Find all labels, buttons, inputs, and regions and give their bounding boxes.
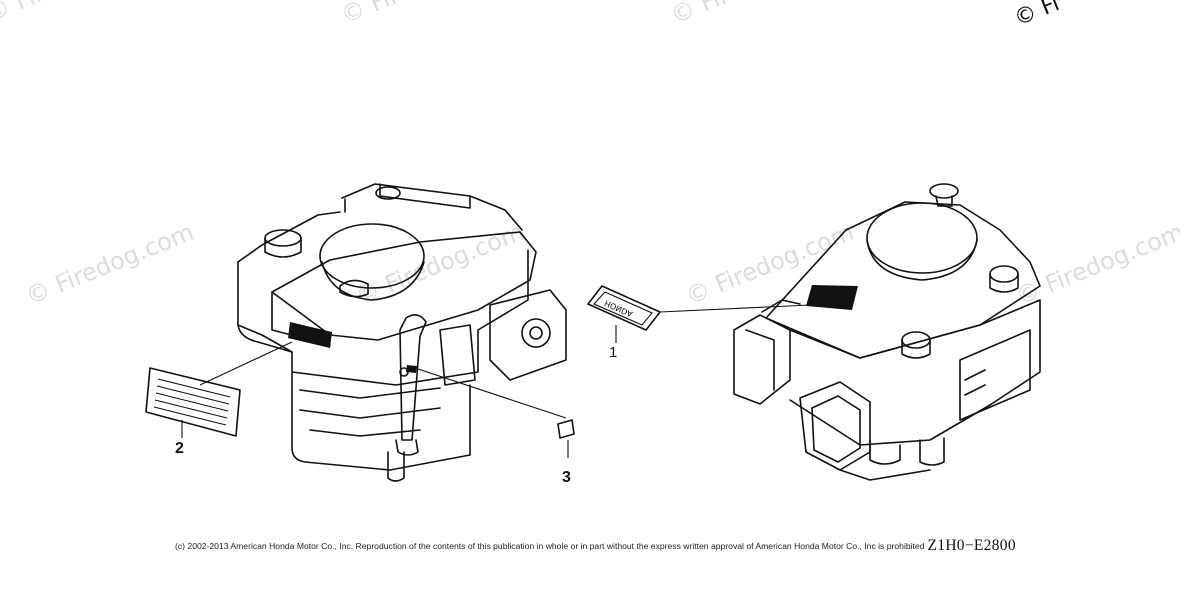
watermark-text: © Firedog.com (667, 0, 843, 30)
watermark-text: © Firedog.com (1012, 218, 1180, 311)
engine-right-label-mark (806, 285, 858, 310)
callout-1: 1 (609, 344, 617, 361)
part-3-label (557, 419, 575, 458)
leader-line-1 (659, 304, 811, 313)
engine-right (733, 183, 1041, 481)
watermark-layer: © Firedog.com © Firedog.com © Firedog.co… (0, 0, 1180, 311)
footer: (c) 2002-2013 American Honda Motor Co., … (175, 537, 1135, 557)
watermark-text: © Firedog.com (22, 218, 198, 311)
honda-mark-text: HONDA (603, 298, 634, 319)
diagram-code: Z1H0−E2800 (927, 537, 1016, 554)
leader-line-3 (417, 368, 567, 419)
engine-left-label-mark (288, 322, 332, 348)
copyright-notice: (c) 2002-2013 American Honda Motor Co., … (175, 541, 925, 551)
watermark-text: © Firedog.com (337, 0, 513, 30)
callout-2: 2 (175, 440, 184, 457)
watermark-corner-text: © Fi (1011, 0, 1063, 32)
part-1-honda-mark: HONDA (587, 285, 661, 343)
engine-left (237, 183, 567, 482)
part-2-label (145, 367, 241, 438)
watermark-text: © Firedog.com (0, 0, 158, 28)
callout-3: 3 (562, 469, 571, 486)
leader-line-2 (199, 341, 293, 386)
